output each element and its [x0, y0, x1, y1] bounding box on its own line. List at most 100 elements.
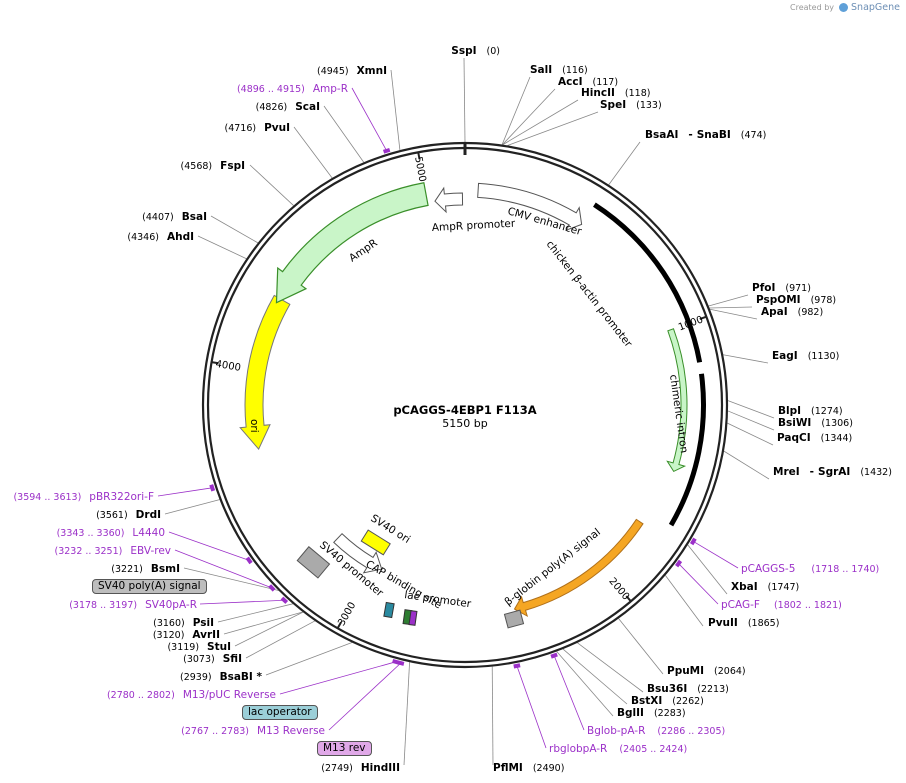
primer-mark: [513, 663, 521, 669]
tick-mark: [699, 315, 707, 321]
enzyme-label[interactable]: BsaAI-SnaBI(474): [645, 129, 766, 141]
sv40-polya-box[interactable]: SV40 poly(A) signal: [92, 579, 207, 594]
primer-label[interactable]: (3594 .. 3613)pBR322ori-F: [13, 491, 154, 503]
enzyme-leader-line: [245, 620, 316, 659]
primer-leader-line: [328, 662, 402, 731]
enzyme-leader-line: [665, 575, 704, 627]
chimeric-intron-arrow: [666, 328, 688, 473]
enzyme-label[interactable]: (4346)AhdI: [127, 231, 194, 243]
primer-mark: [397, 660, 405, 666]
enzyme-label[interactable]: PspOMI(978): [756, 294, 836, 306]
primer-leader-line: [553, 655, 585, 731]
enzyme-leader-line: [708, 294, 749, 307]
enzyme-label[interactable]: MreI-SgrAI(1432): [773, 466, 892, 478]
enzyme-leader-line: [210, 215, 259, 244]
enzyme-label[interactable]: (4826)ScaI: [256, 101, 320, 113]
enzyme-label[interactable]: XbaI(1747): [731, 581, 799, 593]
primer-leader-line: [168, 531, 250, 561]
credit-brand: SnapGene: [851, 2, 900, 13]
enzyme-label[interactable]: (3119)StuI: [167, 641, 231, 653]
primer-marks: [209, 147, 697, 669]
enzyme-label[interactable]: PflMI(2490): [493, 762, 564, 774]
enzyme-label[interactable]: (4407)BsaI: [142, 211, 207, 223]
ori-label: ori: [248, 419, 260, 433]
enzyme-label[interactable]: (3073)SfiI: [183, 653, 242, 665]
enzyme-label[interactable]: (2939)BsaBI *: [180, 671, 262, 683]
lac-operator-box[interactable]: lac operator: [242, 705, 318, 720]
primer-label[interactable]: Bglob-pA-R(2286 .. 2305): [587, 725, 725, 737]
enzyme-label[interactable]: PaqCI(1344): [777, 432, 852, 444]
enzyme-leader-line: [618, 618, 664, 675]
enzyme-label[interactable]: ApaI(982): [761, 306, 823, 318]
primer-mark: [550, 652, 558, 659]
primer-leader-line: [199, 599, 285, 605]
enzyme-leader-line: [293, 126, 333, 179]
enzyme-label[interactable]: BsiWI(1306): [778, 417, 853, 429]
enzyme-label[interactable]: SalI(116): [530, 64, 588, 76]
enzyme-leader-line: [723, 450, 770, 480]
polyA-arrow: [513, 518, 644, 618]
enzyme-leader-line: [234, 611, 304, 647]
primer-label[interactable]: (2767 .. 2783)M13 Reverse: [181, 725, 325, 737]
enzyme-leader-line: [390, 69, 401, 151]
enzyme-label[interactable]: HincII(118): [581, 87, 650, 99]
primer-label[interactable]: (3178 .. 3197)SV40pA-R: [69, 599, 197, 611]
enzyme-label[interactable]: (3561)DrdI: [96, 509, 161, 521]
enzyme-label[interactable]: (4568)FspI: [181, 160, 245, 172]
primer-label[interactable]: (4896 .. 4915)Amp-R: [237, 83, 348, 95]
enzyme-label[interactable]: BlpI(1274): [778, 405, 843, 417]
enzyme-leader-line: [577, 642, 644, 693]
enzyme-leader-line: [249, 164, 294, 206]
enzyme-label[interactable]: PvuII(1865): [708, 617, 779, 629]
enzyme-label[interactable]: SpeI(133): [600, 99, 662, 111]
enzyme-label[interactable]: (4945)XmnI: [317, 65, 387, 77]
primer-mark: [245, 556, 253, 565]
primer-label[interactable]: (3343 .. 3360)L4440: [57, 527, 165, 539]
enzyme-leader-line: [183, 567, 279, 591]
primer-label[interactable]: rbglobpA-R(2405 .. 2424): [549, 743, 687, 755]
enzyme-leader-line: [556, 651, 614, 717]
enzyme-label[interactable]: (4716)PvuI: [224, 122, 290, 134]
enzyme-label[interactable]: AccI(117): [558, 76, 618, 88]
features: [239, 182, 707, 629]
tick-mark: [336, 621, 342, 629]
primer-label[interactable]: (2780 .. 2802)M13/pUC Reverse: [107, 689, 276, 701]
cmv-enhancer-arrow: [477, 182, 583, 232]
m13-rev-box[interactable]: M13 rev: [317, 741, 372, 756]
enzyme-label[interactable]: EagI(1130): [772, 350, 839, 362]
enzyme-leader-line: [502, 88, 556, 145]
enzyme-label[interactable]: Bsu36I(2213): [647, 683, 729, 695]
enzyme-leader-line: [265, 642, 353, 676]
enzyme-leader-line: [217, 603, 293, 623]
enzyme-label[interactable]: (3221)BsmI: [111, 563, 180, 575]
enzyme-leader-line: [197, 235, 247, 260]
enzyme-leader-line: [491, 666, 494, 766]
enzyme-leader-line: [727, 400, 775, 419]
enzyme-leader-line: [608, 141, 641, 186]
enzyme-label[interactable]: (3160)PsiI: [153, 617, 214, 629]
enzyme-label[interactable]: BglII(2283): [617, 707, 686, 719]
chicken-actin-promoter: [593, 202, 703, 363]
beta-globin-box: [503, 609, 525, 629]
enzyme-label[interactable]: BstXI(2262): [631, 695, 704, 707]
plasmid-name: pCAGGS-4EBP1 F113A: [393, 403, 536, 417]
enzyme-label[interactable]: PpuMI(2064): [667, 665, 746, 677]
enzyme-leader-line: [709, 306, 753, 309]
enzyme-label[interactable]: SspI(0): [451, 45, 500, 57]
enzyme-label[interactable]: PfoI(971): [752, 282, 811, 294]
primer-label[interactable]: pCAG-F(1802 .. 1821): [721, 599, 842, 611]
enzyme-leader-line: [501, 76, 531, 145]
primer-leader-line: [174, 549, 273, 589]
ampr-label: AmpR: [347, 237, 380, 264]
beta-globin-region: [668, 373, 707, 527]
primer-label[interactable]: pCAGGS-5(1718 .. 1740): [741, 563, 879, 575]
enzyme-label[interactable]: (3120)AvrII: [153, 629, 220, 641]
primer-label[interactable]: (3232 .. 3251)EBV-rev: [55, 545, 172, 557]
ampr-arrow: [275, 182, 429, 304]
ampr-promoter-label: AmpR promoter: [432, 218, 517, 234]
sv40-ori-box: [360, 529, 391, 556]
enzyme-leader-line: [502, 99, 579, 146]
enzyme-label[interactable]: (2749)HindIII: [321, 762, 400, 774]
ori-arrow: [239, 294, 291, 450]
